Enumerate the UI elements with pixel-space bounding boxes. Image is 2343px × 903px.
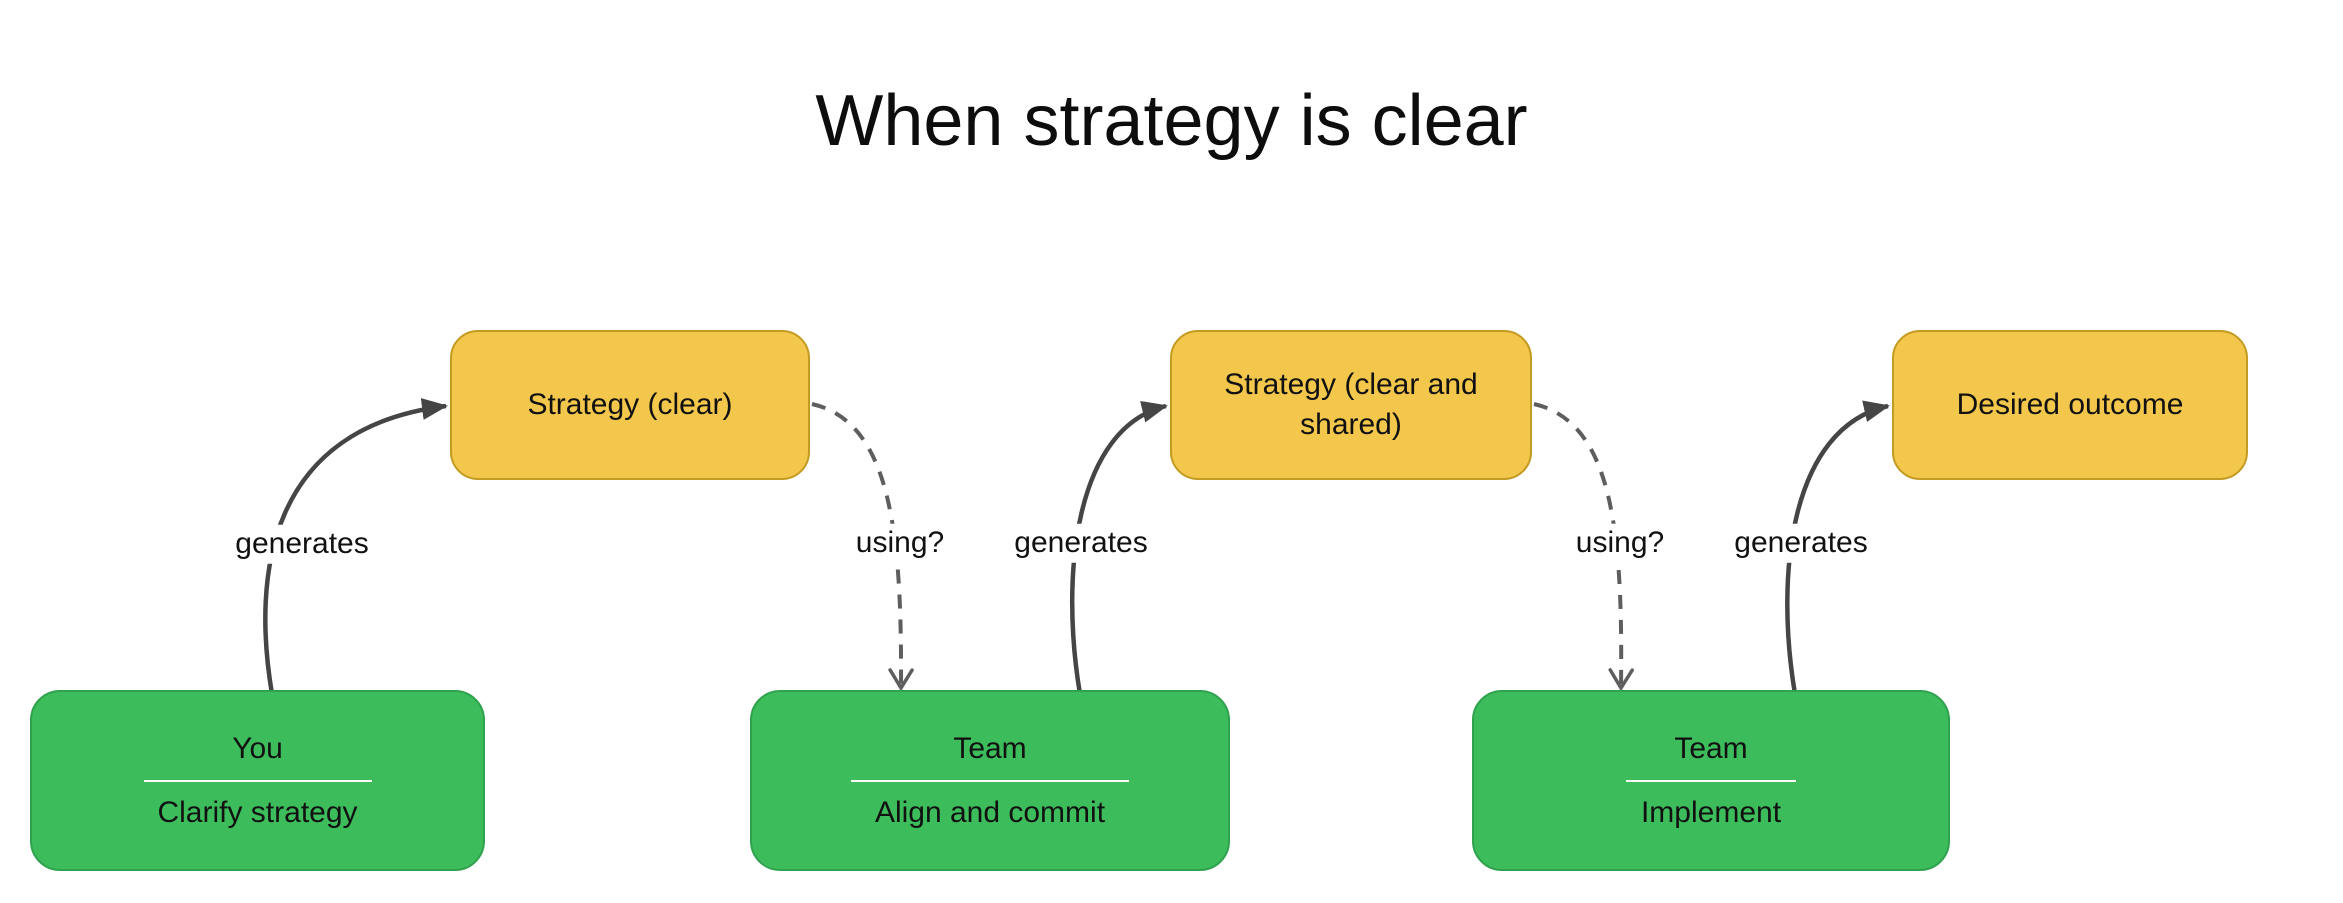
edge-label-generates-2: generates (1006, 523, 1156, 563)
edge-generates-1 (263, 398, 448, 695)
node-divider (851, 779, 1129, 782)
node-divider (143, 779, 372, 782)
edge-using-1 (811, 402, 914, 692)
diagram-title: When strategy is clear (815, 81, 1528, 161)
edge-generates-2 (1069, 400, 1168, 695)
node-divider (1626, 779, 1796, 782)
node-action: Align and commit (874, 795, 1106, 829)
edge-label-using-1: using? (847, 523, 953, 563)
node-strategy-clear: Strategy (clear) (450, 330, 810, 480)
edge-label-using-2: using? (1567, 523, 1673, 563)
node-role: You (232, 731, 283, 765)
edge-using-2 (1533, 402, 1634, 692)
edge-label-generates-1: generates (227, 524, 377, 564)
node-team-implement: Team Implement (1472, 690, 1950, 871)
node-team-align-commit: Team Align and commit (750, 690, 1230, 871)
node-you-clarify-strategy: You Clarify strategy (30, 690, 485, 871)
node-label: Strategy (clear) (527, 387, 733, 421)
edge-generates-3 (1785, 400, 1890, 695)
node-action: Implement (1640, 795, 1782, 829)
node-desired-outcome: Desired outcome (1892, 330, 2248, 480)
node-label: Desired outcome (1956, 387, 2184, 421)
node-role: Team (953, 731, 1027, 765)
node-action: Clarify strategy (157, 795, 358, 829)
node-role: Team (1674, 731, 1748, 765)
node-strategy-clear-shared: Strategy (clear and shared) (1170, 330, 1532, 480)
edge-label-generates-3: generates (1726, 523, 1876, 563)
node-label: Strategy (clear and shared) (1224, 367, 1478, 442)
